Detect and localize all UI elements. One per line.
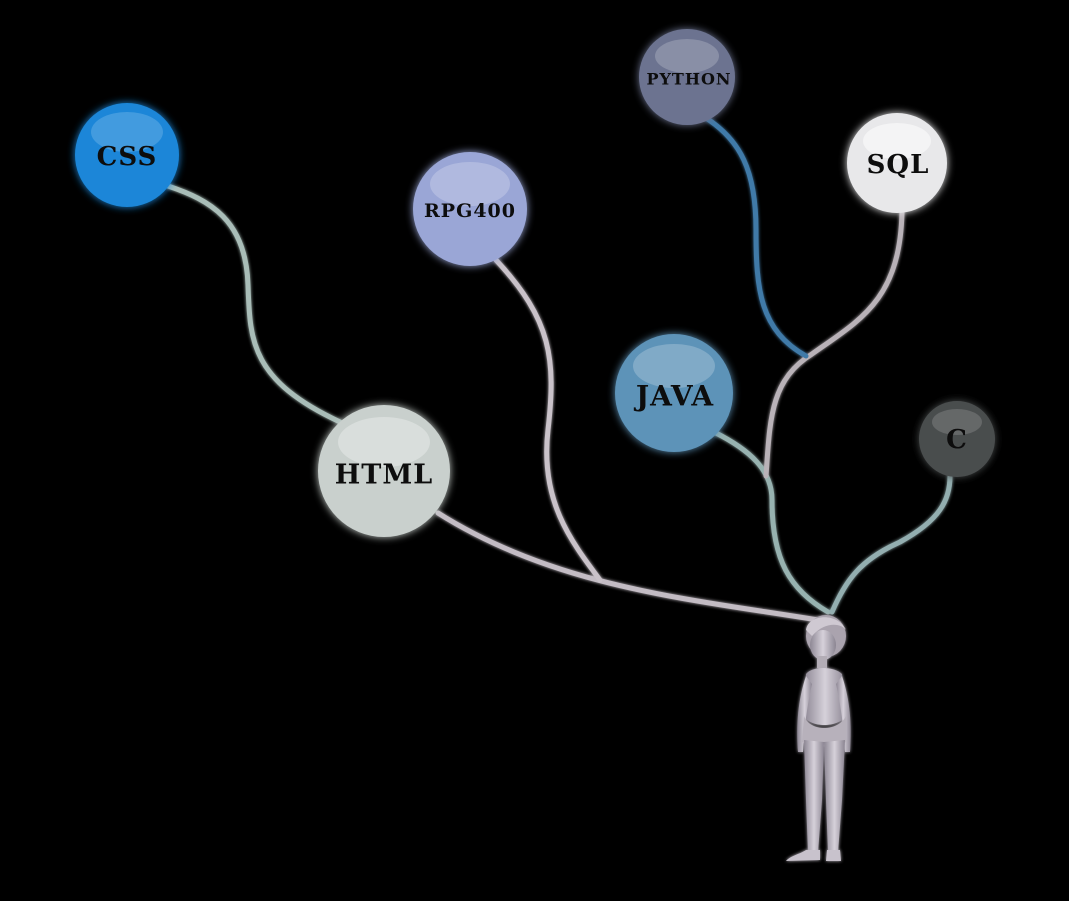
skill-node-html[interactable]: HTML [318,405,450,537]
branch-person-rpg400 [493,257,603,583]
skill-node-java[interactable]: JAVA [615,334,733,452]
branch-person-c [829,473,953,615]
branch-sql-python [703,115,809,359]
branch-person-html [435,510,833,625]
skill-label-sql: SQL [867,150,930,180]
skill-label-css: CSS [97,142,158,172]
skill-node-css[interactable]: CSS [75,103,179,207]
skill-node-python[interactable]: PYTHON [639,29,735,125]
skill-label-c: C [946,425,968,455]
branch-person-java [711,429,831,615]
person-figure-icon [786,615,851,861]
skill-label-python: PYTHON [646,70,731,89]
skill-label-java: JAVA [633,380,714,413]
skill-node-sql[interactable]: SQL [847,113,947,213]
skill-node-c[interactable]: C [919,401,995,477]
branch-person-sql [763,209,905,479]
branch-html-css [165,183,343,425]
skill-label-rpg400: RPG400 [424,200,516,222]
branch-connectors [165,115,953,625]
skill-node-rpg400[interactable]: RPG400 [413,152,527,266]
skill-label-html: HTML [335,460,433,491]
